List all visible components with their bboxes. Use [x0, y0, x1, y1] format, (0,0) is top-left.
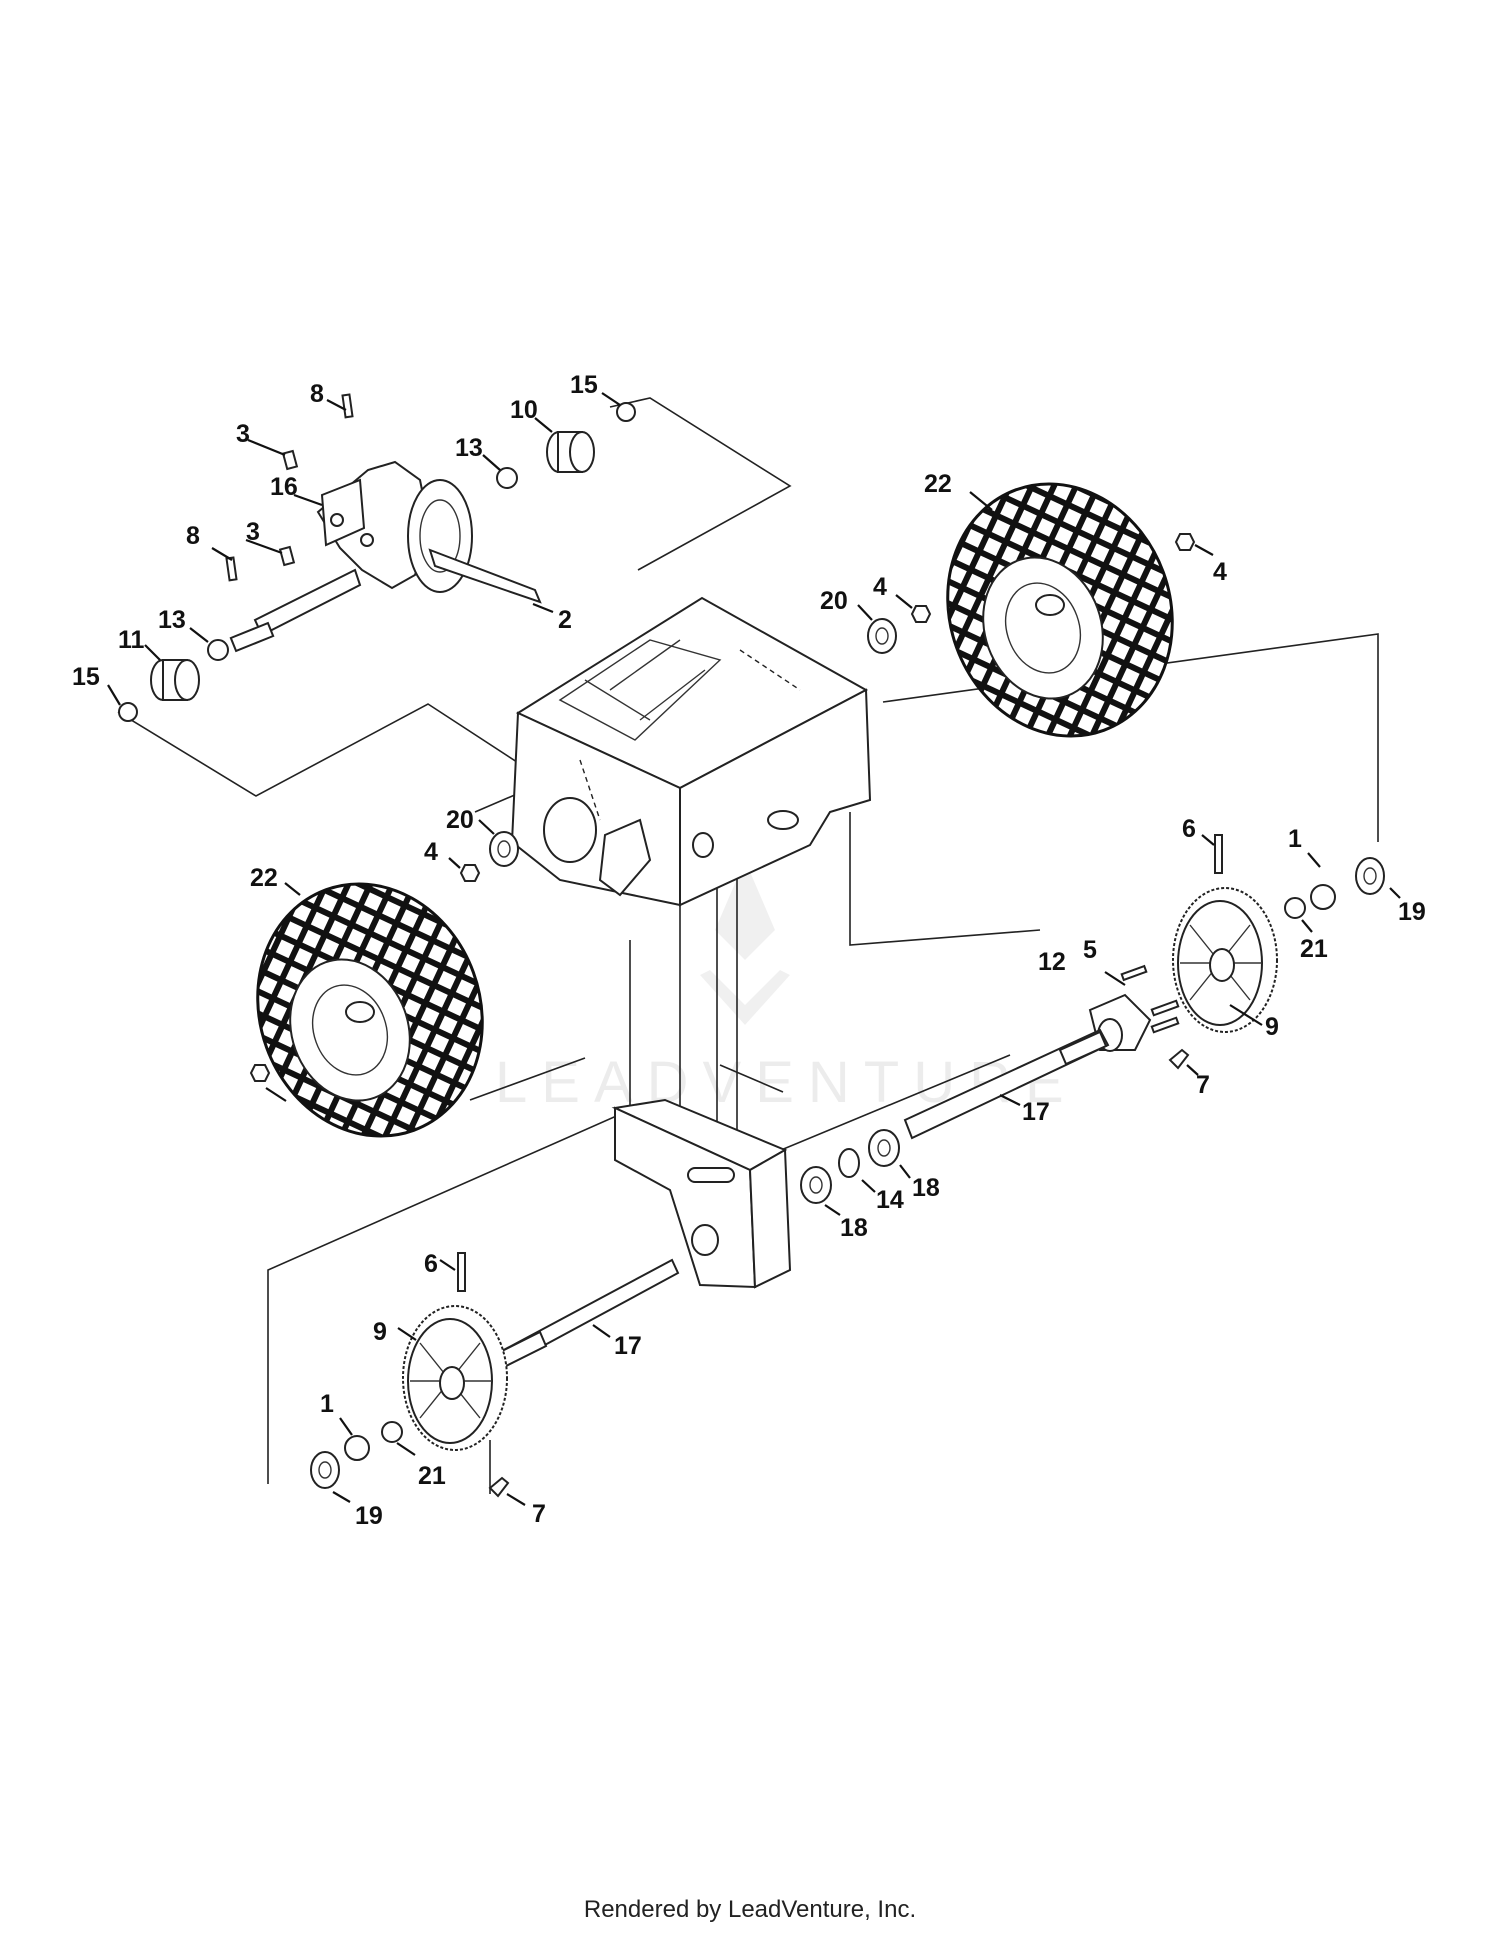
- render-credit: Rendered by LeadVenture, Inc.: [583, 1896, 917, 1923]
- callout-21-left: 21: [418, 1462, 446, 1490]
- callout-3-upper: 3: [236, 420, 250, 448]
- callout-1-right: 1: [1288, 825, 1302, 853]
- leadventure-watermark: LEADVENTURE: [495, 860, 1064, 1115]
- callout-22-left: 22: [250, 864, 278, 892]
- callout-4-left: 4: [424, 838, 438, 866]
- axle-lower: [498, 1258, 680, 1368]
- callout-14: 14: [876, 1186, 904, 1214]
- axle-bearings: [800, 1129, 900, 1204]
- callout-22-right: 22: [924, 470, 952, 498]
- callout-6-left: 6: [424, 1250, 438, 1278]
- wheel-bearings-and-nuts: [249, 533, 1196, 1082]
- callout-18-upper: 18: [912, 1174, 940, 1202]
- callout-18-lower: 18: [840, 1214, 868, 1242]
- callout-16: 16: [270, 473, 298, 501]
- frame-chassis: [510, 596, 872, 907]
- callout-2: 2: [558, 606, 572, 634]
- callout-19-left: 19: [355, 1502, 383, 1530]
- callout-5: 6: [1182, 815, 1196, 843]
- callout-7-right: 7: [1196, 1071, 1210, 1099]
- left-drive-gear-assembly: [310, 1252, 510, 1498]
- callout-12: 12: [1038, 948, 1066, 976]
- callout-19-right: 19: [1398, 898, 1426, 926]
- callout-3-lower: 3: [246, 518, 260, 546]
- callout-4-left-wheel: 5: [1083, 936, 1097, 964]
- callout-11: 11: [118, 626, 145, 654]
- wheel-right: [946, 482, 1174, 738]
- callout-13-lower: 13: [158, 606, 186, 634]
- callout-15-upper: 15: [570, 371, 598, 399]
- callout-4-right-wheel: 4: [1213, 558, 1227, 586]
- callout-labels: 1 1 2 3 3 4 4 4 5 6 6 7 7 8 8 9 9 10 11 …: [72, 371, 1426, 1530]
- callout-10: 10: [510, 396, 538, 424]
- callout-1-left: 1: [320, 1390, 334, 1418]
- callout-13-upper: 13: [455, 434, 483, 462]
- upper-drive-components: [118, 402, 636, 722]
- callout-8-upper: 8: [310, 380, 324, 408]
- callout-20-upper: 20: [820, 587, 848, 615]
- wheel-left: [256, 882, 484, 1138]
- callout-8-lower: 8: [186, 522, 200, 550]
- callout-7-left: 7: [532, 1500, 546, 1528]
- axle-upper: [903, 1028, 1110, 1140]
- lower-mounting-plate: [611, 1098, 792, 1289]
- callout-4-frame: 4: [873, 573, 887, 601]
- callout-15-lower: 15: [72, 663, 100, 691]
- callout-17-upper: 17: [1022, 1098, 1050, 1126]
- callout-17-lower: 17: [614, 1332, 642, 1360]
- right-drive-gear-assembly: [1088, 834, 1385, 1070]
- leader-lines: [107, 392, 1401, 1506]
- callout-21-right: 21: [1300, 935, 1328, 963]
- callout-9-left: 9: [373, 1318, 387, 1346]
- callout-9-right: 9: [1265, 1013, 1279, 1041]
- transmission-assembly: [225, 393, 542, 653]
- callout-20-lower: 20: [446, 806, 474, 834]
